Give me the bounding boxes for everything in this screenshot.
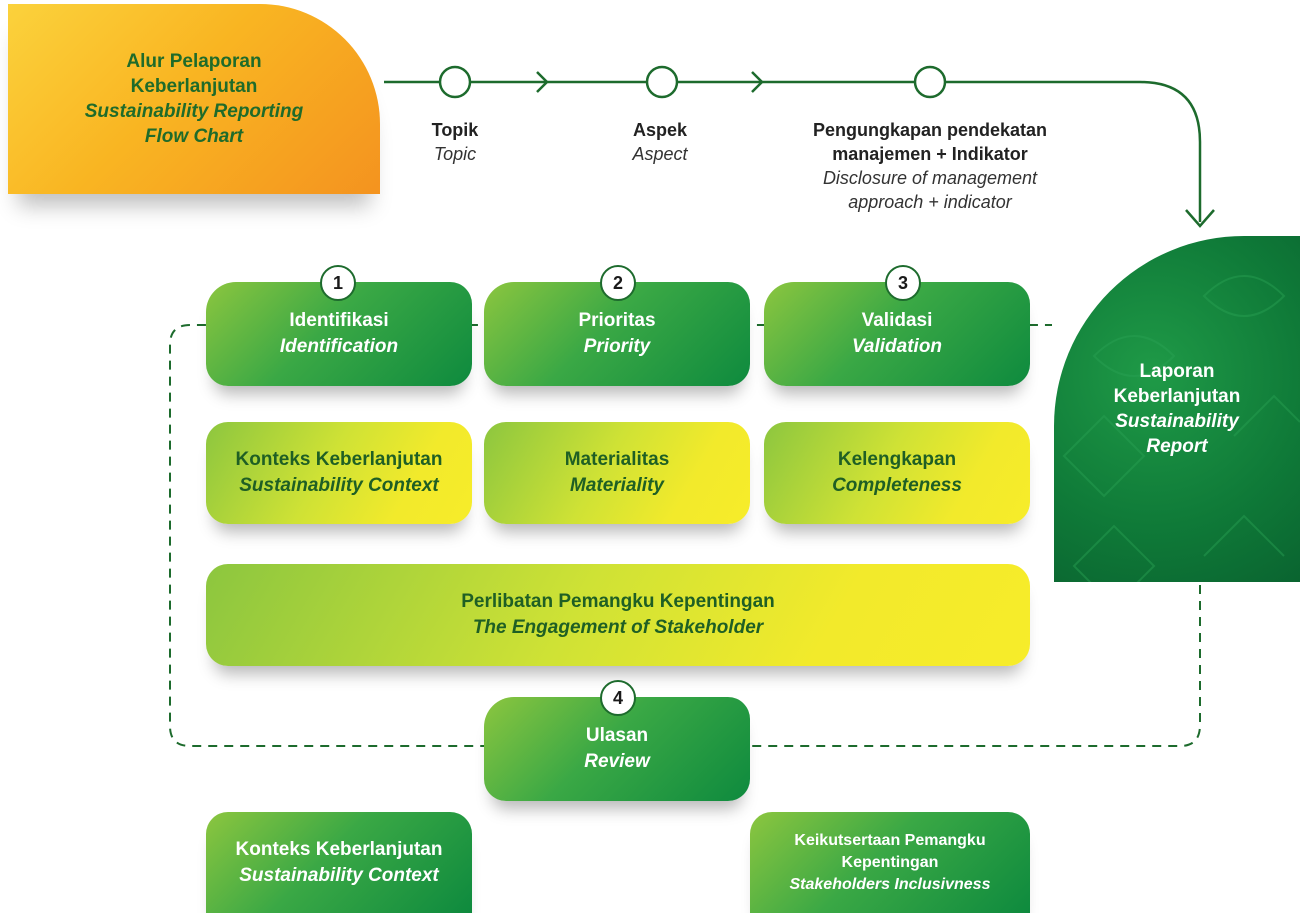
bottom-label: Keikutsertaan Pemangku [794,831,986,849]
arrow-head-down [1185,209,1215,228]
principle-sub: Materiality [570,475,664,496]
step-sub: approach + indicator [848,192,1012,212]
flow-node [438,65,472,99]
report-line-1: Laporan [1139,361,1215,382]
principle-materiality: Materialitas Materiality [484,422,750,524]
phase-identification: Identifikasi Identification [206,282,472,386]
title-line-2: Keberlanjutan [130,76,258,97]
step-topic: Topik Topic [395,118,515,166]
step-aspect: Aspek Aspect [600,118,720,166]
step-disclosure: Pengungkapan pendekatan manajemen + Indi… [750,118,1110,214]
bottom-inclusiveness-box: Keikutsertaan Pemangku Kepentingan Stake… [750,812,1030,913]
sustainability-report-card: Laporan Keberlanjutan Sustainability Rep… [1054,236,1300,582]
bottom-label: Konteks Keberlanjutan [235,838,443,860]
principle-sub: Completeness [832,475,962,496]
bottom-sub: Stakeholders Inclusivness [789,875,991,893]
bottom-sub: Sustainability Context [239,864,439,886]
step-number-badge: 4 [600,680,636,716]
dashed-loop [169,324,1201,747]
principle-completeness: Kelengkapan Completeness [764,422,1030,524]
step-sub: Disclosure of management [822,168,1038,188]
title-card: Alur Pelaporan Keberlanjutan Sustainabil… [8,4,380,194]
title-line-1: Alur Pelaporan [126,51,262,72]
phase-sub: Validation [851,336,943,357]
step-label: Pengungkapan pendekatan [812,120,1048,140]
ornament-pattern [1062,275,1300,582]
step-sub: Topic [433,144,477,164]
title-line-4: Flow Chart [144,126,244,147]
principle-label: Kelengkapan [837,449,957,470]
chevron-icon [536,71,549,93]
principle-label: Konteks Keberlanjutan [235,449,443,470]
review-sub: Review [584,751,650,772]
flow-line [384,80,1202,222]
step-label: manajemen + Indikator [832,144,1028,164]
step-label: Topik [431,120,479,140]
phase-label: Validasi [861,310,933,331]
step-label: Aspek [632,120,688,140]
review-label: Ulasan [585,725,649,746]
principle-sub: Sustainability Context [239,475,439,496]
report-line-3: Sustainability [1115,411,1239,432]
bottom-context-box: Konteks Keberlanjutan Sustainability Con… [206,812,472,913]
engagement-box: Perlibatan Pemangku Kepentingan The Enga… [206,564,1030,666]
phase-label: Identifikasi [289,310,389,331]
principle-label: Materialitas [564,449,670,470]
principle-context: Konteks Keberlanjutan Sustainability Con… [206,422,472,524]
title-line-3: Sustainability Reporting [84,101,304,122]
report-line-4: Report [1146,436,1208,457]
step-sub: Aspect [632,144,688,164]
engagement-sub: The Engagement of Stakeholder [472,617,764,638]
step-number-badge: 2 [600,265,636,301]
flow-node [645,65,679,99]
phase-label: Prioritas [578,310,656,331]
phase-sub: Identification [279,336,399,357]
step-number-badge: 3 [885,265,921,301]
phase-sub: Priority [583,336,651,357]
bottom-label: Kepentingan [841,853,939,871]
engagement-label: Perlibatan Pemangku Kepentingan [461,591,775,612]
step-number-badge: 1 [320,265,356,301]
flow-node [913,65,947,99]
chevron-icon [751,71,764,93]
report-line-2: Keberlanjutan [1113,386,1241,407]
